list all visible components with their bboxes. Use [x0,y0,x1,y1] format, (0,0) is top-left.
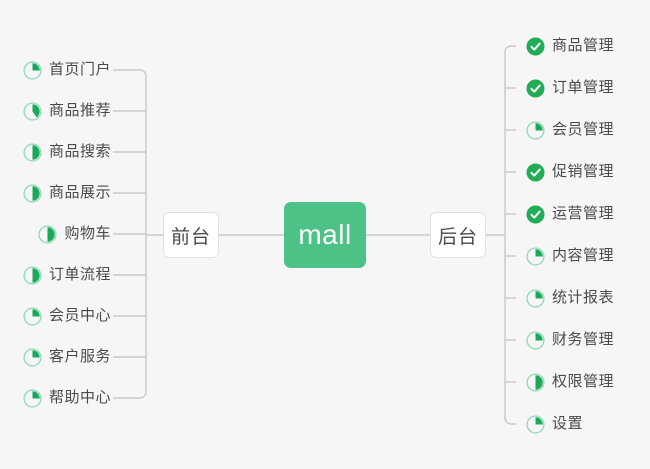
leaf-item-label: 会员中心 [48,307,111,324]
leaf-item-label: 订单流程 [48,266,111,283]
leaf-item-label: 商品搜索 [48,143,111,160]
node-root-label: mall [298,219,352,250]
pie-icon [23,347,42,367]
leaf-item-frontend-4[interactable]: 购物车 [38,222,111,246]
pie-icon [526,372,545,392]
pie-icon [23,101,42,121]
leaf-item-label: 权限管理 [552,373,615,390]
node-frontend-label: 前台 [170,226,211,248]
leaf-item-label: 设置 [552,415,584,432]
leaf-item-label: 财务管理 [552,331,615,348]
pie-icon [526,330,545,350]
leaf-item-label: 订单管理 [552,79,615,96]
pie-icon [526,288,545,308]
check-circle-icon [526,79,545,97]
leaf-item-frontend-2[interactable]: 商品搜索 [23,140,111,164]
pie-icon [23,142,42,162]
leaf-item-label: 商品展示 [48,184,111,201]
pie-icon [526,414,545,434]
leaf-item-backend-9[interactable]: 设置 [526,412,583,436]
leaf-item-label: 首页门户 [48,61,111,78]
leaf-item-backend-7[interactable]: 财务管理 [526,328,614,352]
node-backend-label: 后台 [437,226,478,248]
check-circle-icon [526,37,545,55]
leaf-item-frontend-1[interactable]: 商品推荐 [23,99,111,123]
leaf-item-frontend-3[interactable]: 商品展示 [23,181,111,205]
leaf-item-label: 购物车 [64,225,111,242]
leaf-item-label: 帮助中心 [48,389,111,406]
leaf-item-label: 促销管理 [552,163,615,180]
leaf-item-frontend-5[interactable]: 订单流程 [23,263,111,287]
leaf-item-backend-4[interactable]: 运营管理 [526,202,614,226]
leaf-item-label: 商品推荐 [48,102,111,119]
leaf-item-label: 内容管理 [552,247,615,264]
leaf-item-label: 运营管理 [552,205,615,222]
pie-icon [526,246,545,266]
leaf-item-backend-0[interactable]: 商品管理 [526,34,614,58]
pie-icon [23,265,42,285]
leaf-item-frontend-8[interactable]: 帮助中心 [23,386,111,410]
leaf-item-backend-3[interactable]: 促销管理 [526,160,614,184]
leaf-item-frontend-7[interactable]: 客户服务 [23,345,111,369]
pie-icon [38,224,58,244]
pie-icon [23,306,42,326]
leaf-item-frontend-6[interactable]: 会员中心 [23,304,111,328]
leaf-item-label: 商品管理 [552,37,615,54]
connector [504,45,516,425]
node-frontend[interactable]: 前台 [163,212,219,258]
node-backend[interactable]: 后台 [430,212,486,258]
pie-icon [23,388,42,408]
leaf-item-backend-8[interactable]: 权限管理 [526,370,614,394]
leaf-item-backend-6[interactable]: 统计报表 [526,286,614,310]
leaf-item-backend-2[interactable]: 会员管理 [526,118,614,142]
leaf-item-label: 客户服务 [48,348,111,365]
check-circle-icon [526,163,545,181]
leaf-item-backend-1[interactable]: 订单管理 [526,76,614,100]
leaf-item-backend-5[interactable]: 内容管理 [526,244,614,268]
check-circle-icon [526,205,545,223]
pie-icon [526,120,545,140]
leaf-item-label: 会员管理 [552,121,615,138]
leaf-item-label: 统计报表 [552,289,615,306]
node-root[interactable]: mall [284,202,366,268]
pie-icon [23,60,42,80]
leaf-item-frontend-0[interactable]: 首页门户 [23,58,111,82]
pie-icon [23,183,42,203]
